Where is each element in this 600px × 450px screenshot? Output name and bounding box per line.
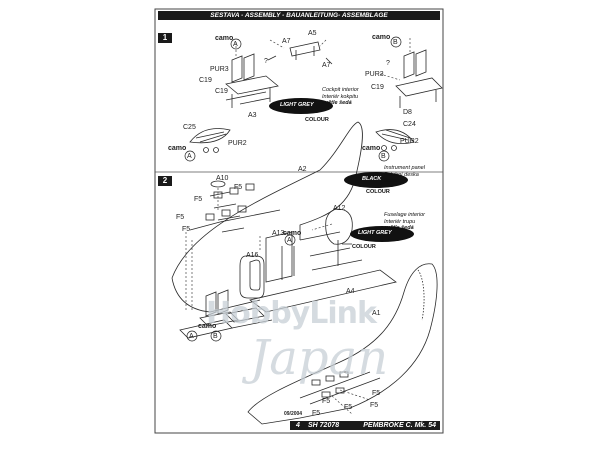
seat-left (225, 53, 279, 108)
part-label: A7 (282, 38, 291, 45)
swatch-light-grey-2 (350, 226, 414, 242)
f5-label: F5 (176, 214, 185, 221)
f5-label: F5 (370, 402, 379, 409)
kit-model: PEMBROKE C. Mk. 54 (363, 422, 436, 429)
part-label: A10 (216, 175, 229, 182)
fuselage-left-half (171, 121, 363, 313)
window-c25 (189, 128, 231, 153)
colour-word: COLOUR (305, 117, 329, 123)
part-label: A4 (346, 288, 355, 295)
cockpit-note: Cockpit interior Interiér kokpitu světle… (322, 87, 359, 107)
camo-letter: A (187, 153, 192, 160)
note-line: černá (384, 178, 399, 184)
part-label: C19 (199, 77, 212, 84)
camo-circle-a-bottom (184, 150, 196, 162)
note-line: světle šedá (322, 100, 352, 106)
f5-label: F5 (234, 184, 243, 191)
swatch-label: LIGHT GREY (280, 102, 314, 108)
note-line: Interiér trupu (384, 218, 416, 225)
swatch-black (344, 172, 408, 188)
footer-bar: 4 SH 72078 PEMBROKE C. Mk. 54 (290, 421, 440, 430)
camo-label: camo (215, 35, 234, 42)
part-label: C24 (403, 121, 416, 128)
camo-label: camo (372, 34, 391, 41)
swatch-label: BLACK (362, 176, 382, 182)
page-number: 4 (296, 422, 300, 429)
part-label: C25 (183, 124, 196, 131)
camo-circle-b-top (390, 36, 402, 48)
colour-word: COLOUR (352, 244, 376, 250)
camo-letter: B (381, 153, 386, 160)
part-label: C19 (371, 84, 384, 91)
question-mark: ? (264, 58, 268, 65)
lower-seats (179, 289, 273, 339)
part-label: A1 (372, 310, 381, 317)
camo-label: camo (362, 145, 381, 152)
f5-label: F5 (182, 226, 191, 233)
swatch-light-grey-1 (269, 98, 333, 114)
part-label: PUR3 (365, 71, 384, 78)
part-label: A16 (246, 252, 259, 259)
camo-letter: A (287, 237, 292, 244)
camo-circle-a-top (230, 38, 242, 50)
part-label: A7 (322, 62, 331, 69)
part-label: PUR2 (400, 138, 419, 145)
camo-circle-b-bottom (378, 150, 390, 162)
seat-right (395, 49, 443, 108)
camo-letter: B (393, 39, 398, 46)
question-mark: ? (386, 60, 390, 67)
part-label: PUR3 (210, 66, 229, 73)
instrument-note: Instrument panel Palubní deska černá (384, 165, 425, 185)
f5-label: F5 (322, 398, 331, 405)
note-line: světle šedá (384, 225, 414, 231)
part-label: A12 (333, 205, 346, 212)
camo-letter: A (189, 333, 194, 340)
header-title: SESTAVA - ASSEMBLY - BAUANLEITUNG- ASSEM… (158, 11, 440, 20)
note-line: Palubní deska (384, 171, 419, 178)
f5-label: F5 (372, 390, 381, 397)
note-line: Fuselage interior (384, 212, 425, 218)
camo-circle-a-lower (186, 330, 198, 342)
f5-label: F5 (312, 410, 321, 417)
window-c24 (375, 129, 415, 151)
swatch-label: LIGHT GREY (358, 230, 392, 236)
cabin-floor-a4 (239, 231, 397, 313)
camo-label: camo (198, 323, 217, 330)
fuselage-right-half (247, 263, 438, 425)
kit-code: SH 72078 (308, 422, 340, 429)
part-label: A2 (298, 166, 307, 173)
part-label: A3 (248, 112, 257, 119)
camo-letter: B (213, 333, 218, 340)
camo-circle-a-step2 (284, 234, 296, 246)
note-line: Cockpit interior (322, 87, 359, 93)
part-label: PUR2 (228, 140, 247, 147)
step-2-badge: 2 (158, 176, 172, 186)
part-label: C19 (215, 88, 228, 95)
fuselage-note: Fuselage interior Interiér trupu světle … (384, 212, 425, 232)
instrument-panel-a12 (325, 208, 353, 266)
camo-circle-b-lower (210, 330, 222, 342)
camo-label: camo (168, 145, 187, 152)
step-1-badge: 1 (158, 33, 172, 43)
part-label: A13 (272, 230, 285, 237)
f5-label: F5 (194, 196, 203, 203)
f5-label: F5 (344, 404, 353, 411)
part-label: A5 (308, 30, 317, 37)
note-line: Interiér kokpitu (322, 93, 359, 100)
part-a10 (210, 180, 226, 188)
print-date: 09/2004 (284, 411, 303, 417)
watermark-script: Japan (250, 330, 389, 386)
part-a5-a7 (267, 41, 333, 65)
page-frame (154, 8, 444, 434)
colour-word: COLOUR (366, 189, 390, 195)
camo-letter: A (233, 41, 238, 48)
watermark-logo: HobbyLink (206, 296, 377, 331)
camo-label: camo (283, 230, 302, 237)
note-line: Instrument panel (384, 165, 425, 171)
part-label: D8 (403, 109, 412, 116)
